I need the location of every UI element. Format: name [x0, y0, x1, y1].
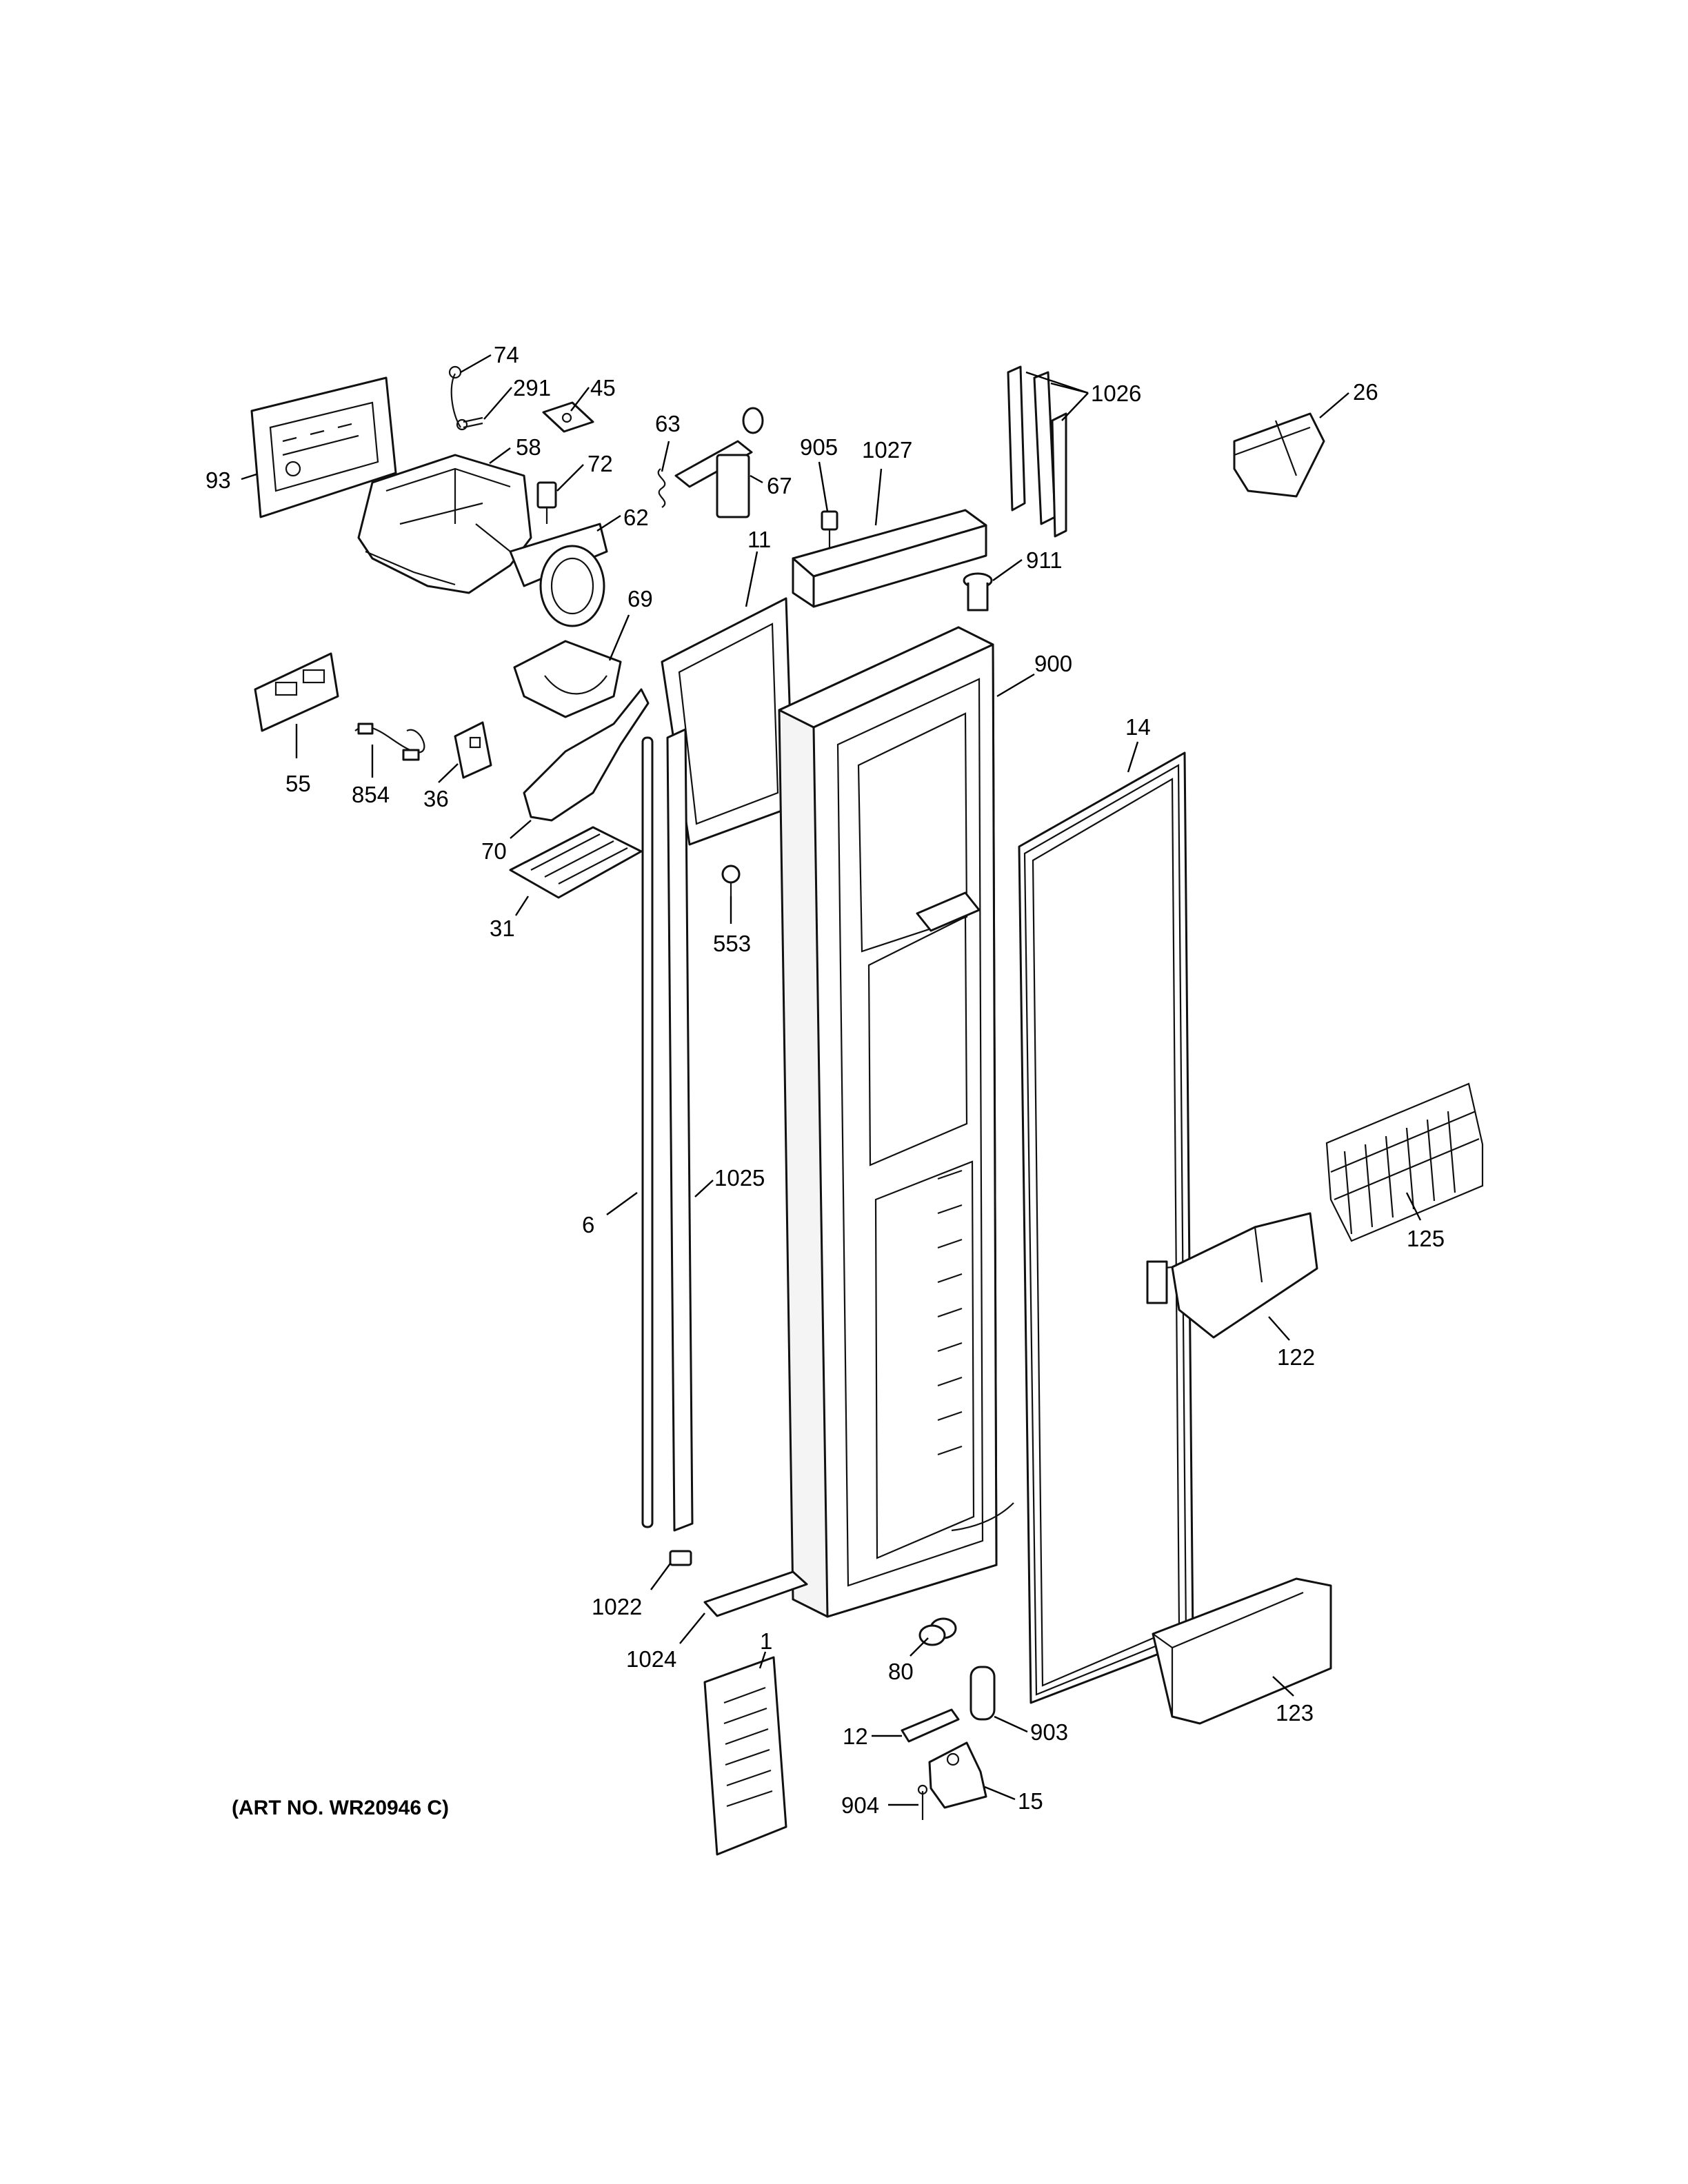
part-6-strip [641, 736, 654, 1528]
part-900-door [778, 626, 1014, 1618]
leader-lines [241, 354, 1422, 1806]
callout-62: 62 [623, 505, 649, 530]
part-1027-top-cap [792, 509, 987, 608]
callout-125: 125 [1407, 1226, 1445, 1251]
callout-31: 31 [490, 916, 515, 941]
callout-36: 36 [423, 786, 449, 811]
callout-905: 905 [800, 434, 838, 460]
part-903-tube [969, 1666, 996, 1721]
part-80-plug [918, 1617, 957, 1646]
callout-74: 74 [494, 342, 519, 367]
callout-1: 1 [760, 1628, 772, 1654]
part-26-bin [1233, 412, 1325, 498]
part-15-hinge [928, 1741, 987, 1809]
callout-903: 903 [1030, 1719, 1068, 1745]
callout-26: 26 [1353, 379, 1378, 405]
part-69-cover [513, 640, 622, 718]
part-58-housing [357, 454, 532, 594]
part-72-switch [536, 481, 557, 524]
callout-67: 67 [767, 473, 792, 498]
part-125-basket [1325, 1082, 1484, 1242]
part-12-plate [901, 1708, 960, 1743]
callout-63: 63 [655, 411, 681, 436]
callout-58: 58 [516, 434, 541, 460]
part-70-chute [523, 688, 650, 822]
callout-14: 14 [1125, 714, 1151, 740]
callout-123: 123 [1276, 1700, 1314, 1726]
callout-labels: 74 291 45 93 58 72 62 63 67 905 1027 102… [205, 342, 1445, 1818]
part-553-screw [721, 865, 741, 896]
callout-900: 900 [1034, 651, 1072, 676]
part-74-wire [448, 365, 462, 428]
callout-1025: 1025 [714, 1165, 765, 1191]
part-854-harness [354, 722, 425, 761]
callout-854: 854 [352, 782, 390, 807]
callout-553: 553 [713, 931, 751, 956]
part-55-board [254, 652, 339, 732]
part-1022-clip [669, 1550, 692, 1566]
part-1025-strip [666, 728, 694, 1532]
callout-12: 12 [843, 1723, 868, 1749]
part-905-screw [821, 510, 838, 552]
part-62-funnel [509, 523, 608, 627]
part-63-spring [657, 468, 666, 508]
callout-291: 291 [513, 375, 551, 401]
part-911-bushing [963, 572, 993, 611]
callout-15: 15 [1018, 1788, 1043, 1814]
part-122-bin [1146, 1212, 1318, 1339]
callout-45: 45 [590, 375, 616, 401]
callout-904: 904 [841, 1792, 879, 1818]
callout-70: 70 [481, 838, 507, 864]
part-93-control-panel [250, 376, 397, 518]
callout-69: 69 [627, 586, 653, 611]
callout-72: 72 [587, 451, 613, 476]
part-1024-bracket [703, 1570, 808, 1617]
callout-93: 93 [205, 467, 231, 493]
part-36-relay [454, 721, 492, 779]
callout-1022: 1022 [592, 1594, 642, 1619]
part-291-screw [456, 416, 483, 431]
callout-1024: 1024 [626, 1646, 676, 1672]
part-67-hinge [674, 407, 764, 518]
callout-1026: 1026 [1091, 381, 1141, 406]
callout-122: 122 [1277, 1344, 1315, 1370]
callout-6: 6 [582, 1212, 594, 1237]
part-1026-trim-strips [1007, 365, 1067, 538]
part-1-grille [703, 1656, 787, 1856]
part-31-grille [509, 826, 643, 899]
callout-1027: 1027 [862, 437, 912, 463]
part-45-bracket [542, 401, 594, 433]
callout-11: 11 [747, 527, 771, 552]
part-14-gasket [1018, 751, 1194, 1704]
part-904-screw [917, 1784, 928, 1820]
part-123-bin [1152, 1577, 1332, 1725]
art-number: (ART NO. WR20946 C) [232, 1797, 449, 1819]
callout-80: 80 [888, 1659, 914, 1684]
callout-911: 911 [1026, 547, 1063, 573]
callout-55: 55 [285, 771, 311, 796]
